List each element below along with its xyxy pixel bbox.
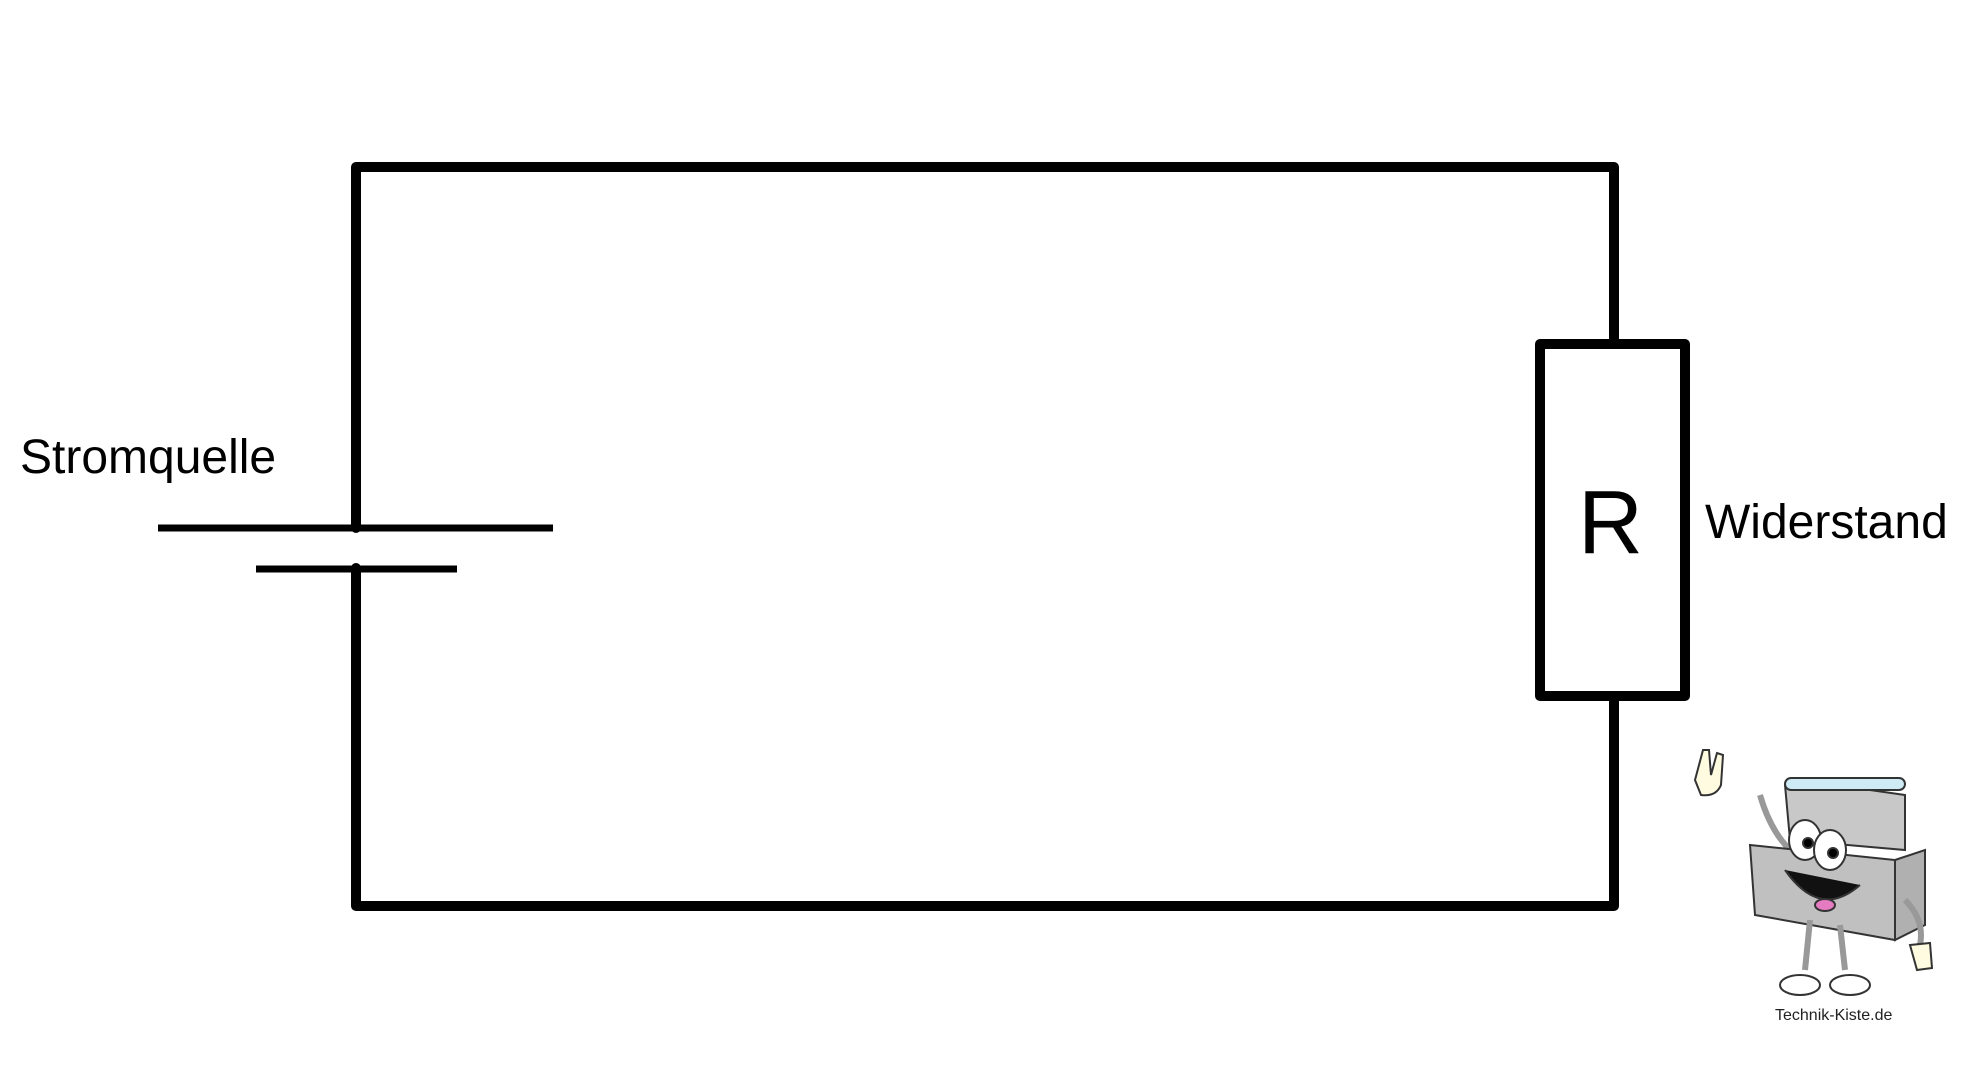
wire-bottom: [351, 563, 1619, 911]
mascot-toolbox-icon: [1693, 749, 1934, 996]
wire-top: [351, 162, 1619, 533]
power-source-label: Stromquelle: [20, 431, 277, 484]
resistor-symbol-label: R: [1578, 473, 1643, 573]
resistor-box: [1535, 339, 1690, 701]
watermark-text: Technik-Kiste.de: [1775, 1007, 1893, 1024]
resistor-label: Widerstand: [1705, 496, 1948, 549]
